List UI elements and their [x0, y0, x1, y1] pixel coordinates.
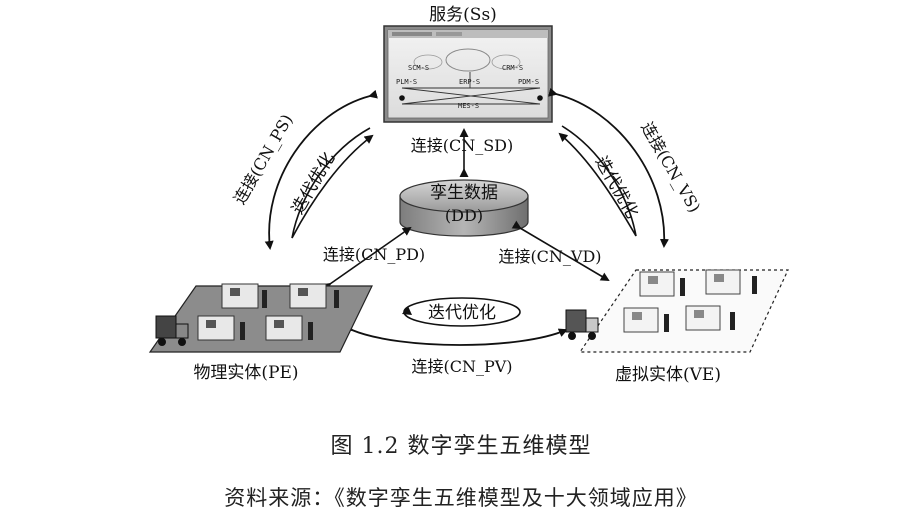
machine-pe-4: [265, 315, 303, 341]
plm-node-dot: [399, 95, 405, 101]
machine-ve-3: [623, 307, 659, 333]
forklift-pe: [155, 315, 189, 346]
twin-data-label: 孪生数据: [430, 183, 498, 203]
worker-ve-2: [752, 276, 757, 294]
screen-node-plm: PLM-S: [396, 78, 417, 86]
label-cn-ps: 连接(CN_PS): [230, 111, 297, 208]
figure-source: 资料来源：《数字孪生五维模型及十大领域应用》: [224, 486, 698, 510]
label-cn-pd: 连接(CN_PD): [323, 245, 425, 264]
label-iter-right: 迭代优化: [591, 153, 642, 222]
loop-iter-right: [558, 125, 637, 237]
machine-ve-4: [685, 305, 721, 331]
machine-pe-1: [221, 283, 259, 309]
service-screen: SCM-S CRM-S PLM-S ERP-S PDM-S MES-S: [383, 25, 553, 123]
worker-ve-4: [730, 312, 735, 330]
virtual-entity-label: 虚拟实体(VE): [615, 365, 721, 385]
pdm-node-dot: [537, 95, 543, 101]
worker-pe-4: [308, 322, 313, 340]
loop-iter-bottom-head: [402, 306, 412, 315]
figure-caption: 图 1.2 数字孪生五维模型: [330, 434, 592, 459]
loop-iter-left: [291, 127, 374, 239]
twin-data-abbr: (DD): [445, 206, 483, 225]
twin-data-cylinder: 孪生数据 (DD): [399, 179, 529, 237]
arrow-cn-ps-outer: [264, 89, 378, 250]
machine-pe-3: [197, 315, 235, 341]
five-dimension-model-diagram: 服务(Ss) SCM-S CRM-S PLM-S ERP-S PDM-S MES…: [148, 5, 789, 385]
virtual-entity-platform: [565, 269, 789, 353]
label-cn-vs: 连接(CN_VS): [637, 119, 704, 216]
worker-ve-3: [664, 314, 669, 332]
screen-node-mes: MES-S: [458, 102, 479, 110]
arrow-cn-pd: [321, 226, 412, 292]
worker-pe-3: [240, 322, 245, 340]
machine-pe-2: [289, 283, 327, 309]
label-cn-sd: 连接(CN_SD): [411, 136, 514, 155]
worker-pe-2: [334, 290, 339, 308]
label-iter-bottom: 迭代优化: [428, 303, 496, 323]
screen-node-scm: SCM-S: [408, 64, 429, 72]
forklift-ve: [565, 309, 599, 340]
worker-pe-1: [262, 290, 267, 308]
label-iter-left: 迭代优化: [288, 149, 339, 218]
label-cn-pv: 连接(CN_PV): [411, 357, 512, 376]
machine-ve-2: [705, 269, 741, 295]
arrow-cn-vs-outer: [548, 87, 669, 248]
service-title: 服务(Ss): [429, 5, 497, 25]
arrow-cn-pv: [343, 323, 568, 346]
label-cn-vd: 连接(CN_VD): [498, 247, 601, 266]
physical-entity-label: 物理实体(PE): [193, 363, 298, 383]
screen-node-crm: CRM-S: [502, 64, 523, 72]
screen-node-pdm: PDM-S: [518, 78, 539, 86]
machine-ve-1: [639, 271, 675, 297]
worker-ve-1: [680, 278, 685, 296]
screen-node-erp: ERP-S: [459, 78, 480, 86]
physical-entity-platform: [148, 283, 373, 353]
arrow-cn-vd: [511, 220, 610, 282]
